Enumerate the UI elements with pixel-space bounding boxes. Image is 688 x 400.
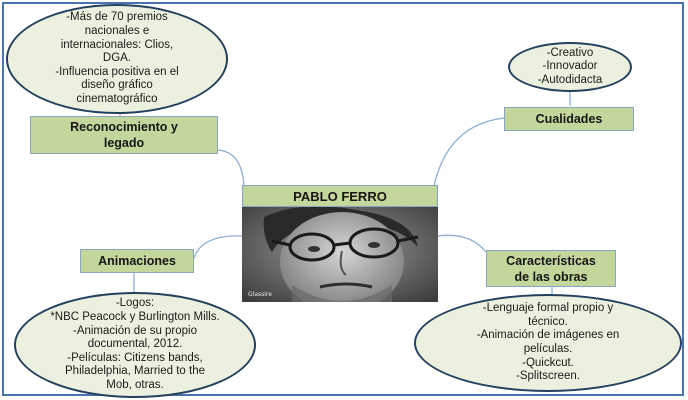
caracteristicas-label-line: Características	[506, 253, 596, 268]
detail-line: -Influencia positiva en el	[55, 65, 179, 78]
portrait-caption: Glassire	[248, 291, 272, 298]
animaciones-detail-text: -Logos: *NBC Peacock y Burlington Mills.…	[50, 297, 219, 392]
caracteristicas-detail-text: -Lenguaje formal propio y técnico. -Anim…	[477, 302, 620, 384]
portrait-photo: Glassire	[242, 207, 438, 302]
detail-line: -Autodidacta	[537, 73, 603, 86]
detail-line: -Logos:	[115, 297, 155, 310]
caracteristicas-detail-ellipse: -Lenguaje formal propio y técnico. -Anim…	[414, 294, 682, 392]
caracteristicas-label-line: de las obras	[514, 269, 588, 284]
detail-line: internacionales: Clios,	[60, 38, 174, 51]
animaciones-label-line: Animaciones	[98, 254, 176, 268]
detail-line: DGA.	[102, 52, 132, 65]
connector-reconocimiento	[217, 149, 245, 187]
reconocimiento-label-line: legado	[103, 136, 145, 150]
detail-line: -Animación de su propio	[72, 324, 197, 337]
reconocimiento-label-line: Reconocimiento y	[70, 120, 178, 134]
detail-line: *NBC Peacock y Burlington Mills.	[50, 311, 220, 324]
detail-line: cinematográfico	[76, 92, 158, 105]
detail-line: -Splitscreen.	[516, 370, 580, 383]
connector-animaciones	[193, 235, 245, 259]
detail-line: -Creativo	[546, 46, 594, 59]
animaciones-detail-ellipse: -Logos: *NBC Peacock y Burlington Mills.…	[14, 292, 256, 398]
central-title-box: PABLO FERRO	[242, 185, 438, 207]
connector-cualidades	[433, 117, 506, 187]
cualidades-label-box: Cualidades	[504, 107, 634, 131]
detail-line: -Quickcut.	[522, 356, 574, 369]
detail-line: nacionales e	[84, 25, 150, 38]
detail-line: -Innovador	[542, 60, 598, 73]
reconocimiento-detail-ellipse: -Más de 70 premios nacionales e internac…	[6, 4, 228, 114]
detail-line: -Películas: Citizens bands,	[67, 351, 203, 364]
detail-line: Philadelphia, Married to the	[65, 365, 205, 378]
reconocimiento-detail-text: -Más de 70 premios nacionales e internac…	[55, 11, 178, 106]
cualidades-detail-ellipse: -Creativo -Innovador -Autodidacta	[508, 42, 632, 92]
connector-caracteristicas	[437, 234, 487, 253]
detail-line: documental, 2012.	[87, 338, 183, 351]
detail-line: -Lenguaje formal propio y	[482, 302, 614, 315]
detail-line: películas.	[523, 343, 573, 355]
central-title: PABLO FERRO	[293, 188, 387, 204]
cualidades-detail-text: -Creativo -Innovador -Autodidacta	[538, 47, 603, 88]
detail-line: Mob, otras.	[106, 378, 164, 391]
detail-line: -Animación de imágenes en	[476, 329, 620, 342]
detail-line: -Más de 70 premios	[66, 11, 168, 24]
cualidades-label-line: Cualidades	[535, 112, 603, 126]
reconocimiento-label-box: Reconocimiento y legado	[30, 116, 218, 154]
detail-line: diseño gráfico	[81, 79, 153, 92]
caracteristicas-label-box: Características de las obras	[486, 250, 616, 287]
animaciones-label-box: Animaciones	[80, 249, 194, 273]
portrait-illustration	[242, 207, 438, 302]
detail-line: técnico.	[528, 315, 568, 328]
